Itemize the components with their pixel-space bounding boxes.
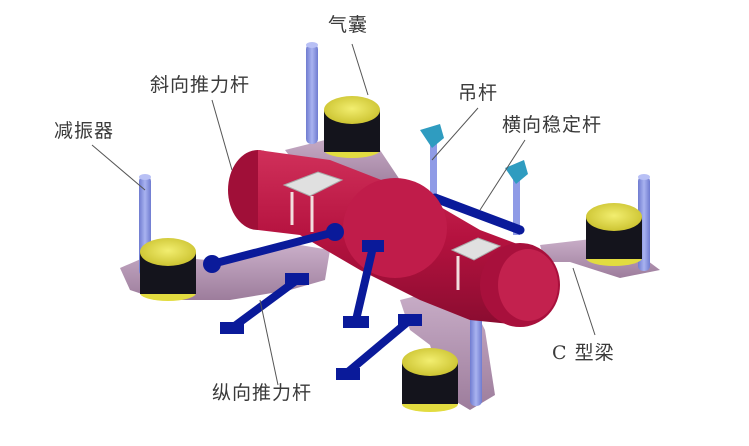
axle-bracket-right [450, 237, 502, 290]
label-hanger-rod: 吊杆 [458, 82, 499, 104]
stabilizer-bar [430, 193, 525, 235]
leader-hanger-rod [431, 107, 479, 161]
leader-stabilizer-bar [479, 139, 526, 211]
hanger-rod-left [420, 124, 444, 198]
air-spring-rear-left [324, 96, 380, 158]
leader-diagonal-thrust-rod [211, 99, 233, 171]
air-spring-front-left [140, 238, 196, 301]
axle-bracket-left [282, 171, 344, 232]
label-diagonal-thrust-rod: 斜向推力杆 [150, 74, 251, 96]
label-shock-absorber: 减振器 [54, 120, 115, 142]
shock-absorber-rear-left [306, 42, 318, 144]
air-spring-front-right [402, 348, 458, 412]
longitudinal-thrust-rod-right [336, 314, 422, 380]
longitudinal-thrust-rod-left [220, 273, 309, 334]
label-stabilizer-bar: 横向稳定杆 [502, 114, 603, 136]
label-c-beam: C 型梁 [552, 342, 615, 364]
label-longitudinal-thrust-rod: 纵向推力杆 [212, 382, 313, 404]
diagonal-thrust-rod-center [343, 240, 384, 328]
leader-longitudinal-thrust-rod [259, 299, 279, 386]
leader-c-beam [572, 267, 596, 336]
leader-shock-absorber [91, 144, 146, 191]
air-spring-right [586, 203, 642, 266]
axle-housing [228, 150, 560, 327]
leader-air-spring [351, 43, 369, 96]
label-air-spring: 气囊 [328, 14, 369, 36]
hanger-rod-right [505, 160, 528, 235]
diagonal-thrust-rod-left [203, 223, 344, 273]
